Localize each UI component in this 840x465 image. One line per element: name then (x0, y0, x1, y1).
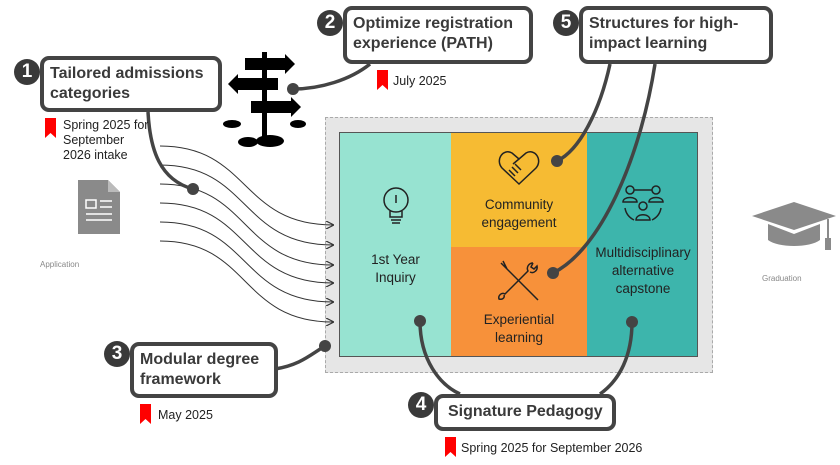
graduation-label: Graduation (762, 274, 802, 283)
callout-3-title: Modular degree framework (140, 351, 260, 388)
bookmark-icon (140, 404, 151, 424)
experiential-label: Experiential learning (483, 311, 555, 345)
callout-5-box: Structures for high-impact learning (579, 6, 773, 64)
flow-arrows (159, 145, 333, 322)
callout-2-box: Optimize registration experience (PATH) (343, 6, 533, 64)
callout-4-box: Signature Pedagogy (434, 394, 616, 431)
bookmark-icon (45, 118, 56, 138)
callout-5-title: Structures for high-impact learning (589, 15, 739, 52)
signpost-icon (223, 52, 306, 147)
callout-3-number: 3 (104, 341, 130, 367)
tools-icon (498, 260, 539, 301)
lightbulb-icon (382, 186, 409, 224)
callout-5-number: 5 (553, 10, 579, 36)
callout-2-title: Optimize registration experience (PATH) (353, 15, 514, 52)
callout-2-date: July 2025 (393, 74, 447, 88)
community-engagement: Community engagement (451, 133, 587, 247)
callout-1-date: Spring 2025 for September 2026 intake (63, 118, 149, 162)
application-label: Application (40, 260, 80, 269)
callout-1-number: 1 (14, 59, 40, 85)
program-grid: 1st Year Inquiry Community engagement Ex… (339, 132, 698, 357)
team-icon (622, 184, 664, 221)
bookmark-icon (377, 70, 388, 90)
callout-4-number: 4 (408, 392, 434, 418)
callout-2-number: 2 (317, 10, 343, 36)
callout-3-box: Modular degree framework (130, 342, 278, 398)
community-label: Community engagement (481, 197, 557, 230)
first-year-label: 1st Year Inquiry (371, 251, 420, 285)
bookmark-icon (445, 437, 456, 457)
graduation-cap-icon (752, 202, 836, 250)
callout-3-date: May 2025 (158, 408, 213, 422)
alternative-capstone: Multidisciplinary alternative capstone (587, 133, 697, 356)
callout-4-date: Spring 2025 for September 2026 (461, 441, 643, 455)
callout-1-title: Tailored admissions categories (50, 65, 204, 102)
document-icon (78, 180, 120, 234)
callout-4-title: Signature Pedagogy (448, 403, 603, 420)
first-year-inquiry: 1st Year Inquiry (340, 133, 451, 356)
handshake-heart-icon (498, 151, 540, 186)
capstone-label: Multidisciplinary alternative capstone (595, 244, 691, 296)
callout-1-box: Tailored admissions categories (40, 56, 222, 112)
